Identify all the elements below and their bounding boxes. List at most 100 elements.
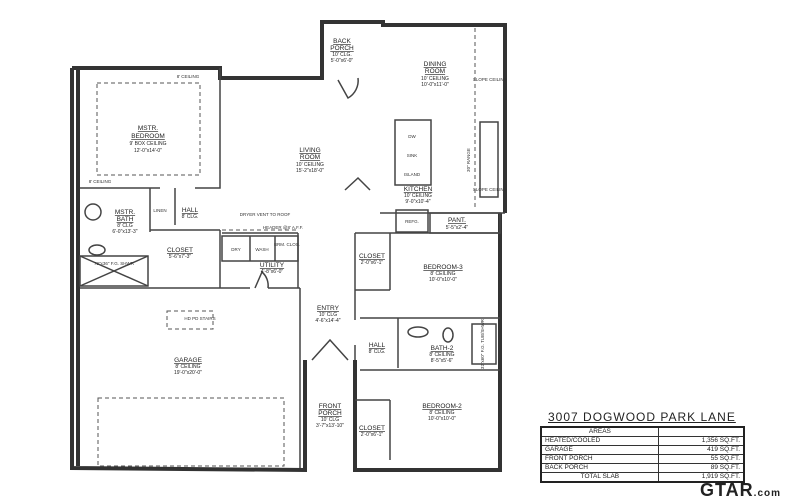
dashed-lines xyxy=(96,28,476,467)
room-master-bath: MSTR. BATH 8' CLG 6'-0"x13'-3" xyxy=(112,209,137,235)
gtar-logo: GTAR.com xyxy=(700,480,782,500)
room-garage: GARAGE 8' CEILING 19'-0"x20'-0" xyxy=(174,357,203,376)
svg-text:10' CEILING: 10' CEILING xyxy=(296,162,324,168)
room-living: LIVING ROOM 10' CEILING 15'-2"x18'-0" xyxy=(296,147,324,174)
room-utility: UTILITY 4'-8"x6'-0" xyxy=(260,262,285,275)
dryer-label: DRY xyxy=(231,247,240,252)
island-label: ISLAND xyxy=(404,172,421,177)
svg-text:DINING: DINING xyxy=(424,61,447,68)
room-dining: DINING ROOM 10' CEILING 10'-0"x11'-0" xyxy=(421,61,449,88)
room-pantry: PANT. 5'-5"x2'-4" xyxy=(446,217,469,231)
header-note: HEADER @8' A.F.F. xyxy=(263,225,303,230)
svg-text:LIVING: LIVING xyxy=(299,147,320,154)
kitchen-island xyxy=(394,119,432,186)
svg-text:10' CLG: 10' CLG xyxy=(319,312,337,318)
shower-label: 72"x36" F.G. SHWR xyxy=(94,261,135,266)
svg-text:6'-0"x13'-3": 6'-0"x13'-3" xyxy=(112,229,137,235)
washer-label: WASH xyxy=(255,247,268,252)
laundry-appliances xyxy=(221,235,299,262)
svg-text:HALL: HALL xyxy=(369,342,386,349)
svg-text:8'-5"x5'-6": 8'-5"x5'-6" xyxy=(431,358,454,364)
svg-text:CLOSET: CLOSET xyxy=(359,425,385,432)
room-front-porch: FRONT PORCH 10' CLG 3'-7"x13'-10" xyxy=(316,403,344,429)
svg-text:2'-0"x6'-1": 2'-0"x6'-1" xyxy=(361,432,384,438)
svg-text:PORCH: PORCH xyxy=(330,45,354,52)
dw-label: DW xyxy=(408,134,416,139)
room-entry: ENTRY 10' CLG 4'-6"x14'-4" xyxy=(315,305,340,324)
property-address: 3007 DOGWOOD PARK LANE xyxy=(548,410,736,424)
svg-text:19'-0"x20'-0": 19'-0"x20'-0" xyxy=(174,370,202,376)
room-kitchen: KITCHEN 10' CEILING 9'-0"x10'-4" xyxy=(404,186,433,205)
tub xyxy=(471,323,497,365)
svg-text:5'-6"x7'-3": 5'-6"x7'-3" xyxy=(169,254,192,260)
sink-label: SINK xyxy=(407,153,418,158)
room-bedroom-2: BEDROOM-2 8' CEILING 10'-0"x10'-0" xyxy=(422,403,462,422)
svg-text:8' CLG: 8' CLG xyxy=(117,223,133,229)
svg-text:10' CEILING: 10' CEILING xyxy=(421,76,449,82)
svg-text:ROOM: ROOM xyxy=(300,154,320,161)
room-master-bedroom: MSTR. BEDROOM 9' BOX CEILING 12'-0"x14'-… xyxy=(129,125,166,154)
toilet xyxy=(442,327,454,343)
svg-text:BACK: BACK xyxy=(333,38,351,45)
svg-text:10' CEILING: 10' CEILING xyxy=(404,193,432,199)
room-ceiling: 9' BOX CEILING xyxy=(129,141,166,147)
room-bedroom-3: BEDROOM-3 8' CEILING 10'-0"x10'-0" xyxy=(423,264,463,283)
svg-text:GARAGE: GARAGE xyxy=(174,357,202,364)
svg-text:4'-8"x6'-0": 4'-8"x6'-0" xyxy=(261,269,284,275)
svg-text:8' CEILING: 8' CEILING xyxy=(175,364,200,370)
tub-label: 32"x60" F.G. TUB/SHWR xyxy=(480,318,485,369)
svg-text:BATH-2: BATH-2 xyxy=(431,345,454,352)
room-bath-2: BATH-2 8' CEILING 8'-5"x5'-6" xyxy=(429,345,454,364)
room-name: MSTR. xyxy=(138,125,158,132)
room-master-closet: CLOSET 5'-6"x7'-3" xyxy=(167,247,193,260)
svg-text:8' CEILING: 8' CEILING xyxy=(429,410,454,416)
svg-text:ROOM: ROOM xyxy=(425,68,445,75)
range-note: 30" RANGE xyxy=(466,148,471,172)
svg-text:5'-0"x6'-0": 5'-0"x6'-0" xyxy=(331,58,354,64)
room-hall-2: HALL 8' CLG. xyxy=(369,342,386,355)
svg-text:8' CLG.: 8' CLG. xyxy=(369,349,386,355)
svg-text:10' CLG.: 10' CLG. xyxy=(332,52,352,58)
room-closet-2: CLOSET 2'-0"x6'-1" xyxy=(359,425,385,438)
svg-text:PANT.: PANT. xyxy=(448,217,466,224)
attic-stairs-label: HD PD STAIRS xyxy=(184,316,215,321)
svg-text:MSTR.: MSTR. xyxy=(115,209,135,216)
svg-text:5'-5"x2'-4": 5'-5"x2'-4" xyxy=(446,225,469,231)
svg-text:10' CLG: 10' CLG xyxy=(321,417,339,423)
slope-note: SLOPE CEILING xyxy=(473,187,508,192)
svg-text:PORCH: PORCH xyxy=(318,410,342,417)
svg-text:2'-0"x6'-1": 2'-0"x6'-1" xyxy=(361,260,384,266)
svg-text:9'-0"x10'-4": 9'-0"x10'-4" xyxy=(405,199,430,205)
svg-text:BEDROOM-2: BEDROOM-2 xyxy=(422,403,462,410)
svg-text:10'-0"x11'-0": 10'-0"x11'-0" xyxy=(421,82,449,88)
master-toilet xyxy=(88,244,106,256)
slope-note: SLOPE CEILING xyxy=(473,77,508,82)
svg-text:UTILITY: UTILITY xyxy=(260,262,285,269)
broom-closet-label: BRM. CLOS. xyxy=(274,242,300,247)
svg-text:8' CEILING: 8' CEILING xyxy=(429,352,454,358)
kitchen-counter xyxy=(479,121,499,198)
svg-text:KITCHEN: KITCHEN xyxy=(404,186,433,193)
svg-text:15'-2"x18'-0": 15'-2"x18'-0" xyxy=(296,168,324,174)
room-dims: 12'-0"x14'-0" xyxy=(134,148,162,154)
svg-text:10'-0"x10'-0": 10'-0"x10'-0" xyxy=(429,277,457,283)
svg-text:FRONT: FRONT xyxy=(319,403,341,410)
svg-text:ENTRY: ENTRY xyxy=(317,305,340,312)
svg-text:8' CLG.: 8' CLG. xyxy=(182,214,199,220)
svg-text:BEDROOM-3: BEDROOM-3 xyxy=(423,264,463,271)
svg-text:CLOSET: CLOSET xyxy=(359,253,385,260)
svg-text:8' CEILING: 8' CEILING xyxy=(430,271,455,277)
svg-text:CLOSET: CLOSET xyxy=(167,247,193,254)
svg-text:HALL: HALL xyxy=(182,207,199,214)
areas-header: AREAS xyxy=(540,426,659,437)
svg-text:4'-6"x14'-4": 4'-6"x14'-4" xyxy=(315,318,340,324)
svg-text:3'-7"x13'-10": 3'-7"x13'-10" xyxy=(316,423,344,429)
refrigerator-label: REFG. xyxy=(405,219,419,224)
